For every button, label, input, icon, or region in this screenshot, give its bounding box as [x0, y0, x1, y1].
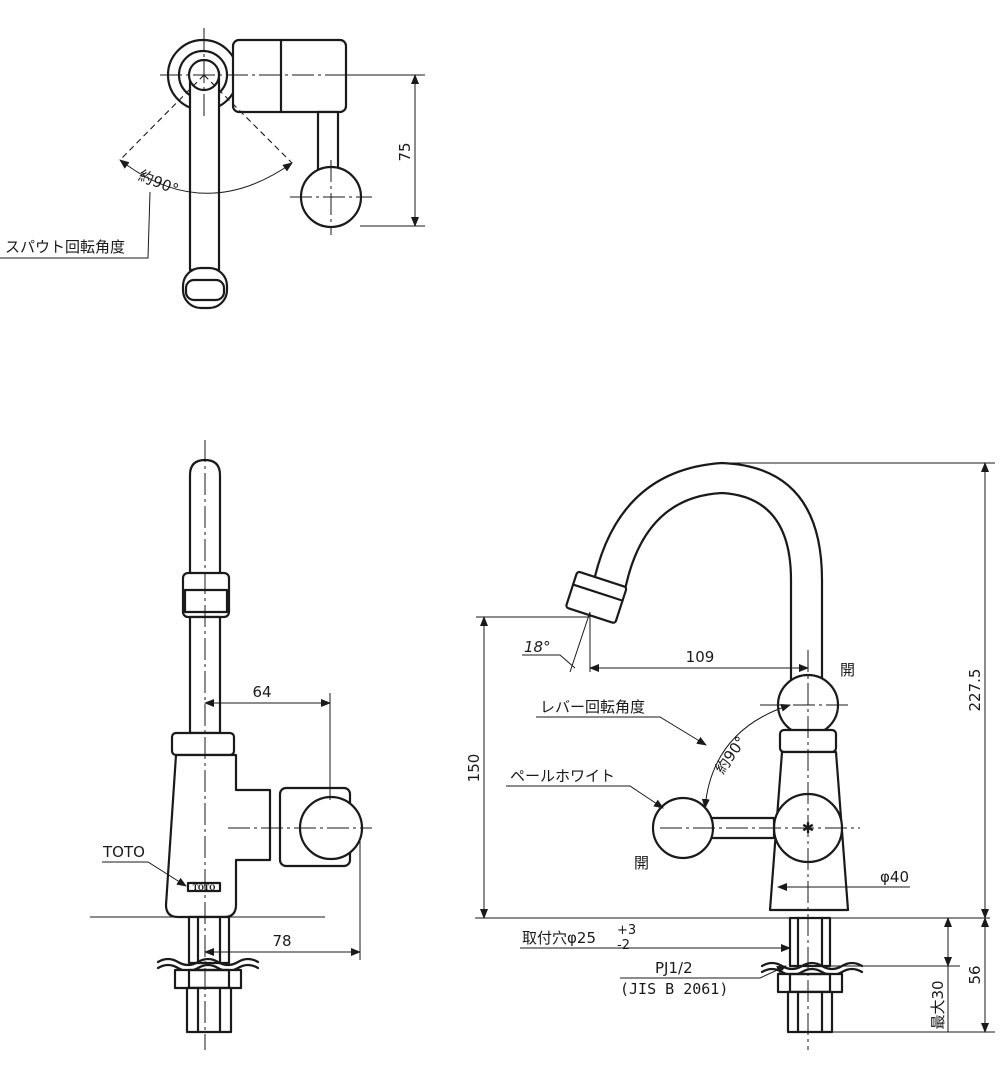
front-view: TOTO 64 78 TOTO: [90, 440, 372, 1050]
front-nut: [170, 731, 236, 757]
top-spout-tip: [181, 266, 229, 310]
front-brand-mark: TOTO: [193, 883, 216, 892]
pj-leader: [759, 965, 787, 979]
front-body: [164, 753, 272, 919]
lever-rotation-leader: [536, 716, 707, 746]
spout-rotation-leader: [0, 191, 151, 259]
spout-rotation-label: スパウト回転角度: [5, 238, 125, 256]
dim-56-label: 56: [966, 965, 984, 984]
rotation-ray-right: [203, 74, 293, 164]
dim-109-label: 109: [686, 648, 715, 666]
angle18-ray: [569, 611, 591, 673]
top-spout-nozzle: [184, 278, 226, 302]
front-locknut: [173, 968, 243, 990]
top-lever-arm: [316, 110, 340, 176]
side-washer-top: [760, 961, 864, 971]
angle18-leader: [522, 654, 576, 669]
tol-plus-label: +3: [617, 923, 636, 938]
side-aerator-ring: [571, 583, 624, 602]
side-shank: [788, 916, 832, 968]
dim-227-5-label: 227.5: [966, 669, 984, 712]
approx-90-top-label: 約90°: [136, 166, 181, 198]
side-view: ✱ 18° 109 開 開 レバー回転角: [465, 461, 995, 1050]
jis-label: (JIS B 2061): [620, 980, 728, 998]
front-thread: [185, 986, 233, 1034]
rotation-arc: [119, 159, 293, 194]
front-aerator-ring: [183, 588, 229, 614]
dim-64-label: 64: [252, 683, 271, 701]
approx-90-side-label: 約90°: [711, 733, 750, 777]
pale-white-leader: [506, 785, 664, 809]
front-brand-plate: [186, 881, 222, 893]
max-30-label: 最大30: [929, 980, 947, 1029]
toto-leader: [102, 861, 187, 887]
dim-78-label: 78: [272, 932, 291, 950]
side-thread: [786, 990, 834, 1034]
open-left-label: 開: [634, 854, 649, 872]
side-locknut: [776, 972, 844, 994]
top-view: 約90° スパウト回転角度 75: [0, 28, 425, 310]
mount-hole-label: 取付穴φ25: [522, 929, 596, 947]
front-washer-bottom: [156, 963, 260, 973]
dim-150-label: 150: [465, 754, 483, 783]
phi-40-label: φ40: [880, 868, 909, 886]
dim-75-label: 75: [396, 142, 414, 161]
pj-label: PJ1/2: [655, 959, 693, 977]
open-top-label: 開: [840, 661, 855, 679]
pale-white-label: ペールホワイト: [510, 767, 615, 785]
front-aerator: [181, 571, 231, 619]
lever-rotation-label: レバー回転角度: [540, 698, 645, 716]
toto-label: TOTO: [102, 843, 145, 861]
top-lever-housing: [231, 38, 348, 114]
angle-18-label: 18°: [524, 638, 551, 656]
front-shank: [187, 915, 231, 965]
front-washer-top: [156, 957, 260, 967]
tol-minus-label: -2: [617, 938, 630, 953]
lever-rotation-arc: [701, 703, 791, 809]
